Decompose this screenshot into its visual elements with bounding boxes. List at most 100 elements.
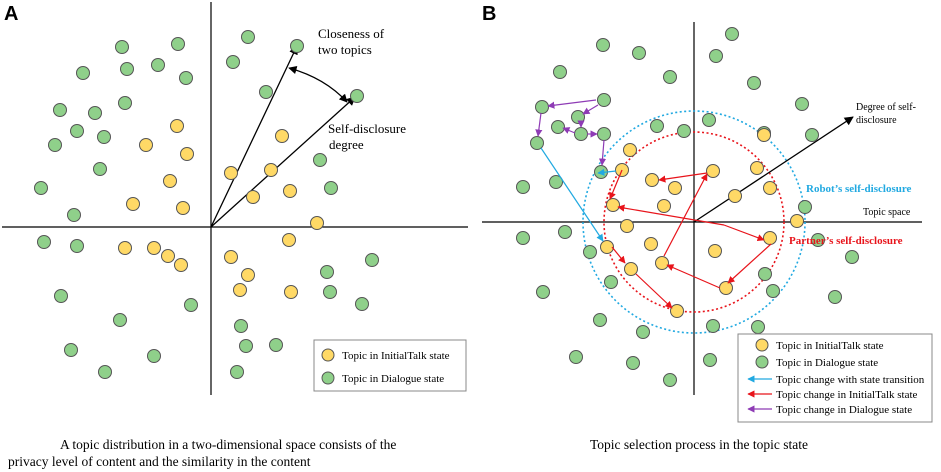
legend-initialtalk-label: Topic in InitialTalk state — [776, 340, 884, 352]
partner-disclosure-label: Partner’s self-disclosure — [789, 235, 903, 247]
initialtalk-node — [728, 189, 742, 203]
initialtalk-change-arrow — [723, 224, 765, 242]
initialtalk-node — [241, 268, 255, 282]
dialogue-node — [113, 313, 127, 327]
dialogue-node — [751, 320, 765, 334]
panel-b: B — [482, 3, 933, 423]
dialogue-node — [323, 285, 337, 299]
dialogue-node — [677, 124, 691, 138]
dialogue-node — [558, 225, 572, 239]
dialogue-node — [120, 62, 134, 76]
dialogue-node — [604, 275, 618, 289]
initialtalk-node — [224, 166, 238, 180]
initialtalk-node — [139, 138, 153, 152]
disclosure-label-line1: Self-disclosure — [328, 121, 406, 136]
dialogue-node — [365, 253, 379, 267]
legend-dialogue-label: Topic in Dialogue state — [776, 357, 878, 369]
initialtalk-node — [670, 304, 684, 318]
dialogue-node — [230, 365, 244, 379]
initialtalk-node — [170, 119, 184, 133]
panel-b-letter: B — [482, 3, 496, 25]
dialogue-node — [184, 298, 198, 312]
dialogue-node — [355, 297, 369, 311]
dialogue-node — [37, 235, 51, 249]
dialogue-node — [171, 37, 185, 51]
initialtalk-node — [750, 161, 764, 175]
legend-initialtalk-swatch — [321, 348, 335, 362]
dialogue-node — [553, 65, 567, 79]
dialogue-node — [569, 350, 583, 364]
panel-b-transition-arrows — [540, 147, 617, 242]
panel-a-caption: A topic distribution in a two-dimensiona… — [8, 436, 478, 470]
dialogue-node — [811, 233, 825, 247]
initialtalk-node — [668, 181, 682, 195]
robot-disclosure-circle — [582, 110, 806, 334]
initialtalk-node — [180, 147, 194, 161]
dialogue-node — [650, 119, 664, 133]
dialogue-node — [64, 343, 78, 357]
dialogue-node — [596, 38, 610, 52]
panel-b-legend: Topic in InitialTalk state Topic in Dial… — [737, 333, 933, 423]
dialogue-node — [636, 325, 650, 339]
initialtalk-node — [706, 164, 720, 178]
initialtalk-change-arrow — [617, 204, 725, 226]
panel-b-initialtalk-nodes — [600, 128, 804, 318]
dialogue-node — [115, 40, 129, 54]
transition-change-arrow — [597, 168, 617, 176]
dialogue-node — [706, 319, 720, 333]
dialogue-node — [516, 231, 530, 245]
topic-space-label: Topic space — [863, 207, 911, 218]
dialogue-node — [535, 100, 549, 114]
dialogue-node — [663, 70, 677, 84]
legend-dialogue-swatch — [321, 371, 335, 385]
initialtalk-node — [655, 256, 669, 270]
panel-a-initialtalk-nodes — [118, 119, 324, 299]
dialogue-node — [234, 319, 248, 333]
dialogue-node — [54, 289, 68, 303]
initialtalk-change-arrow — [609, 169, 623, 200]
dialogue-node — [709, 49, 723, 63]
initialtalk-node — [161, 249, 175, 263]
initialtalk-node — [275, 129, 289, 143]
initialtalk-node — [763, 181, 777, 195]
panel-a-legend-box — [313, 339, 467, 392]
dialogue-node — [241, 30, 255, 44]
initialtalk-node — [176, 201, 190, 215]
dialogue-node — [702, 113, 716, 127]
panel-b-initialtalk-arrows — [609, 169, 772, 309]
initialtalk-node — [623, 143, 637, 157]
dialogue-node — [151, 58, 165, 72]
robot-disclosure-label: Robot’s self-disclosure — [806, 183, 912, 195]
panel-b-legend-box — [737, 333, 933, 423]
initialtalk-node — [264, 163, 278, 177]
dialogue-change-arrow — [562, 127, 576, 134]
dialogue-node — [324, 181, 338, 195]
dialogue-node — [118, 96, 132, 110]
partner-disclosure-circle — [603, 131, 785, 313]
dialogue-node — [226, 55, 240, 69]
dialogue-node — [597, 127, 611, 141]
initialtalk-node — [600, 240, 614, 254]
initialtalk-change-arrow — [727, 243, 772, 284]
panel-b-caption: Topic selection process in the topic sta… — [590, 437, 808, 452]
dialogue-node — [663, 373, 677, 387]
dialogue-node — [239, 339, 253, 353]
dialogue-node — [76, 66, 90, 80]
initialtalk-node — [757, 128, 771, 142]
dialogue-node — [805, 128, 819, 142]
initialtalk-node — [174, 258, 188, 272]
initialtalk-change-arrow — [663, 173, 708, 257]
initialtalk-node — [118, 241, 132, 255]
initialtalk-node — [624, 262, 638, 276]
panel-a: A — [2, 2, 468, 395]
initialtalk-node — [224, 250, 238, 264]
panel-a-caption-line2: privacy level of content and the similar… — [8, 454, 311, 469]
dialogue-node — [53, 103, 67, 117]
dialogue-node — [574, 127, 588, 141]
dialogue-node — [703, 353, 717, 367]
closeness-label-line2: two topics — [318, 42, 372, 57]
panel-b-dialogue-nodes — [516, 27, 859, 387]
dialogue-node — [593, 313, 607, 327]
panel-b-dialogue-arrows — [535, 99, 607, 166]
